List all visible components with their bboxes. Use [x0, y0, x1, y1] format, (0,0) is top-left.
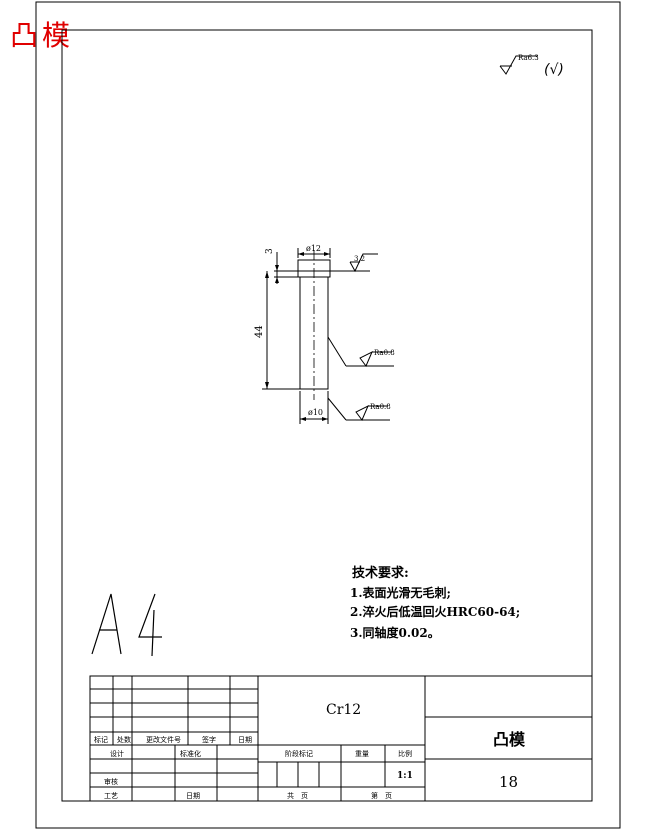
dim-shaft-diameter: ø10	[308, 408, 323, 417]
technical-requirements: 技术要求: 1.表面光滑无毛刺; 2.淬火后低温回火HRC60-64; 3.同轴…	[350, 565, 520, 640]
tech-item-1: 1.表面光滑无毛刺;	[350, 585, 451, 600]
label-designer: 设计	[110, 749, 124, 758]
shaft-finish-leader	[327, 336, 347, 367]
label-date-bottom: 日期	[186, 792, 200, 800]
label-total-pages: 共 页	[287, 791, 308, 800]
label-page-number: 第 页	[371, 791, 392, 800]
label-process: 工艺	[104, 792, 118, 800]
part-name: 凸模	[493, 730, 526, 749]
general-finish-symbol: Ra6.3 (√)	[499, 54, 564, 78]
bottom-finish-label: Ra0.8	[370, 403, 391, 411]
outer-frame	[35, 1, 621, 829]
sheet-size-mark	[91, 593, 162, 657]
label-date: 日期	[238, 736, 252, 744]
label-ratio: 比例	[398, 749, 412, 758]
bottom-finish-leader	[327, 397, 347, 421]
label-standardization: 标准化	[180, 749, 201, 758]
label-signature: 签字	[202, 735, 216, 744]
general-finish-label: Ra6.3	[518, 54, 539, 62]
title-block	[89, 675, 593, 802]
shaft-finish-label: Ra0.8	[374, 349, 395, 357]
tech-item-2: 2.淬火后低温回火HRC60-64;	[350, 604, 520, 619]
inner-frame	[61, 29, 593, 802]
material: Cr12	[326, 702, 361, 718]
dim-head-diameter: ø12	[306, 244, 321, 253]
label-review: 审核	[104, 777, 118, 786]
label-stage-mark: 阶段标记	[285, 749, 313, 758]
drawing-number: 18	[499, 773, 518, 791]
label-mark: 标记	[94, 735, 108, 744]
label-count: 处数	[117, 735, 131, 744]
title-block-labels: 标记 处数 更改文件号 签字 日期 设计 标准化 阶段标记 重量 比例 审核 工…	[94, 702, 526, 800]
scale: 1:1	[397, 771, 413, 781]
dim-head-thickness: 3	[265, 248, 275, 254]
part-drawing: 3 44 ø12 ø10 3.2 Ra0.8 Ra	[254, 244, 395, 424]
corner-title: 凸模	[10, 19, 75, 52]
tech-heading: 技术要求:	[352, 565, 409, 581]
top-finish-label: 3.2	[354, 255, 365, 263]
dim-length: 44	[254, 325, 265, 338]
general-finish-paren: (√)	[544, 62, 564, 78]
label-weight: 重量	[355, 750, 369, 758]
label-change-doc: 更改文件号	[146, 735, 181, 744]
tech-item-3: 3.同轴度0.02。	[350, 625, 440, 640]
